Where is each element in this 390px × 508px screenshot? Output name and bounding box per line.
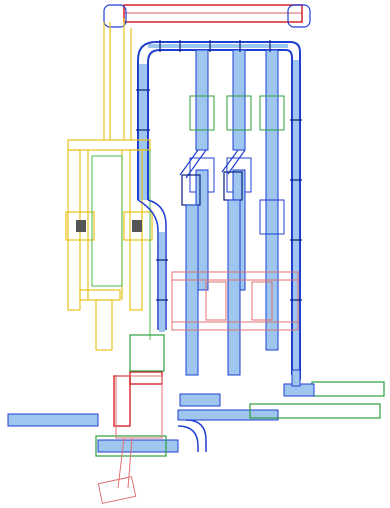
center-lower-lanes — [185, 199, 241, 376]
bottom-elbow — [177, 419, 207, 452]
left-descending-conveyor — [137, 199, 167, 330]
left-loop-fill — [139, 64, 147, 200]
lower-green-section — [129, 334, 165, 372]
bottom-horizontal-conveyor — [7, 393, 279, 453]
conveyor-rollers — [136, 40, 302, 301]
top-loop-fill — [148, 44, 288, 48]
workcell-stations — [76, 220, 142, 232]
right-loop-fill — [293, 60, 299, 375]
descending-fill — [159, 232, 165, 332]
main-blue-loop — [137, 41, 301, 380]
pink-lower-frame — [97, 375, 163, 504]
green-workcell-frame — [91, 150, 151, 340]
lower-red-section — [113, 371, 163, 427]
right-outfeed — [283, 369, 315, 397]
vertical-lane-3 — [259, 49, 285, 351]
top-header-conveyor — [103, 4, 311, 28]
yellow-return-line — [103, 18, 132, 140]
transfer-zone — [171, 271, 299, 331]
